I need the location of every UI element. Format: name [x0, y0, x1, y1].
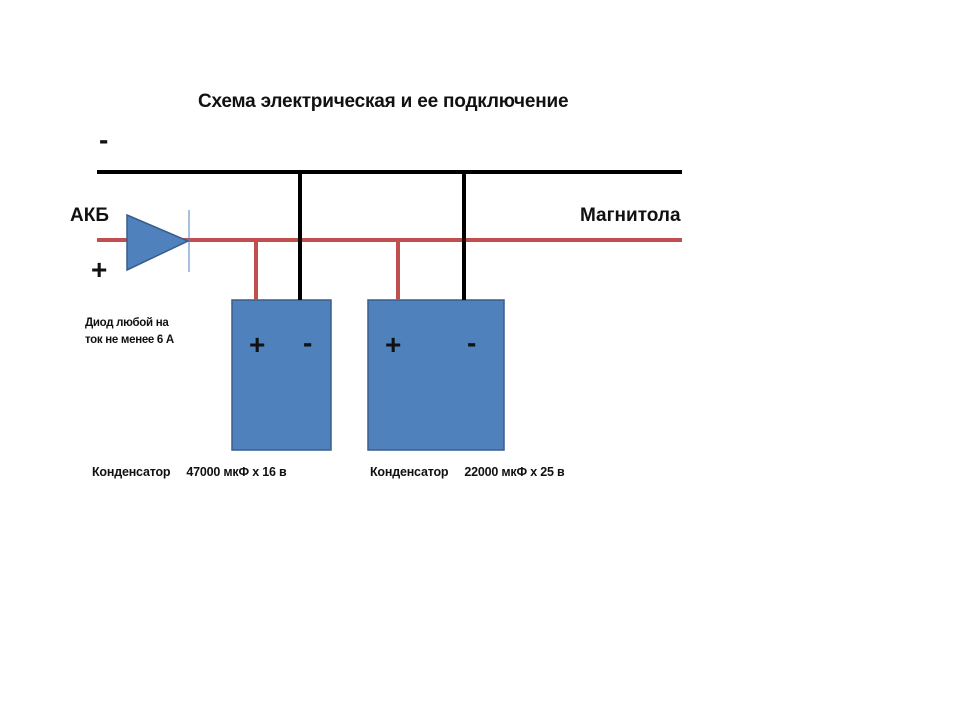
capacitor-2-minus-sign: - [467, 327, 477, 358]
negative-rail-sign: - [99, 124, 109, 155]
diode-icon [126, 213, 190, 272]
capacitor-2-body [367, 299, 505, 451]
capacitor-1-caption-value: 47000 мкФ х 16 в [186, 465, 287, 479]
capacitor-1-plus-sign: + [249, 329, 266, 360]
capacitor-1-caption-name: Конденсатор [92, 465, 171, 479]
load-label: Магнитола [580, 205, 681, 226]
capacitor-1-minus-sign: - [303, 327, 313, 358]
capacitor-2-caption-value: 22000 мкФ х 25 в [464, 465, 565, 479]
capacitor-2-plus-sign: + [385, 329, 402, 360]
capacitor-1-caption: Конденсатор 47000 мкФ х 16 в [92, 466, 287, 479]
battery-plus-sign: + [91, 254, 108, 285]
capacitor-2-caption-name: Конденсатор [370, 465, 449, 479]
diagram-title: Схема электрическая и ее подключение [198, 91, 569, 112]
capacitor-2-caption: Конденсатор 22000 мкФ х 25 в [370, 466, 565, 479]
diode-note: Диод любой на ток не менее 6 А [85, 317, 174, 346]
battery-label: АКБ [70, 205, 109, 226]
capacitor-1-body [231, 299, 332, 451]
